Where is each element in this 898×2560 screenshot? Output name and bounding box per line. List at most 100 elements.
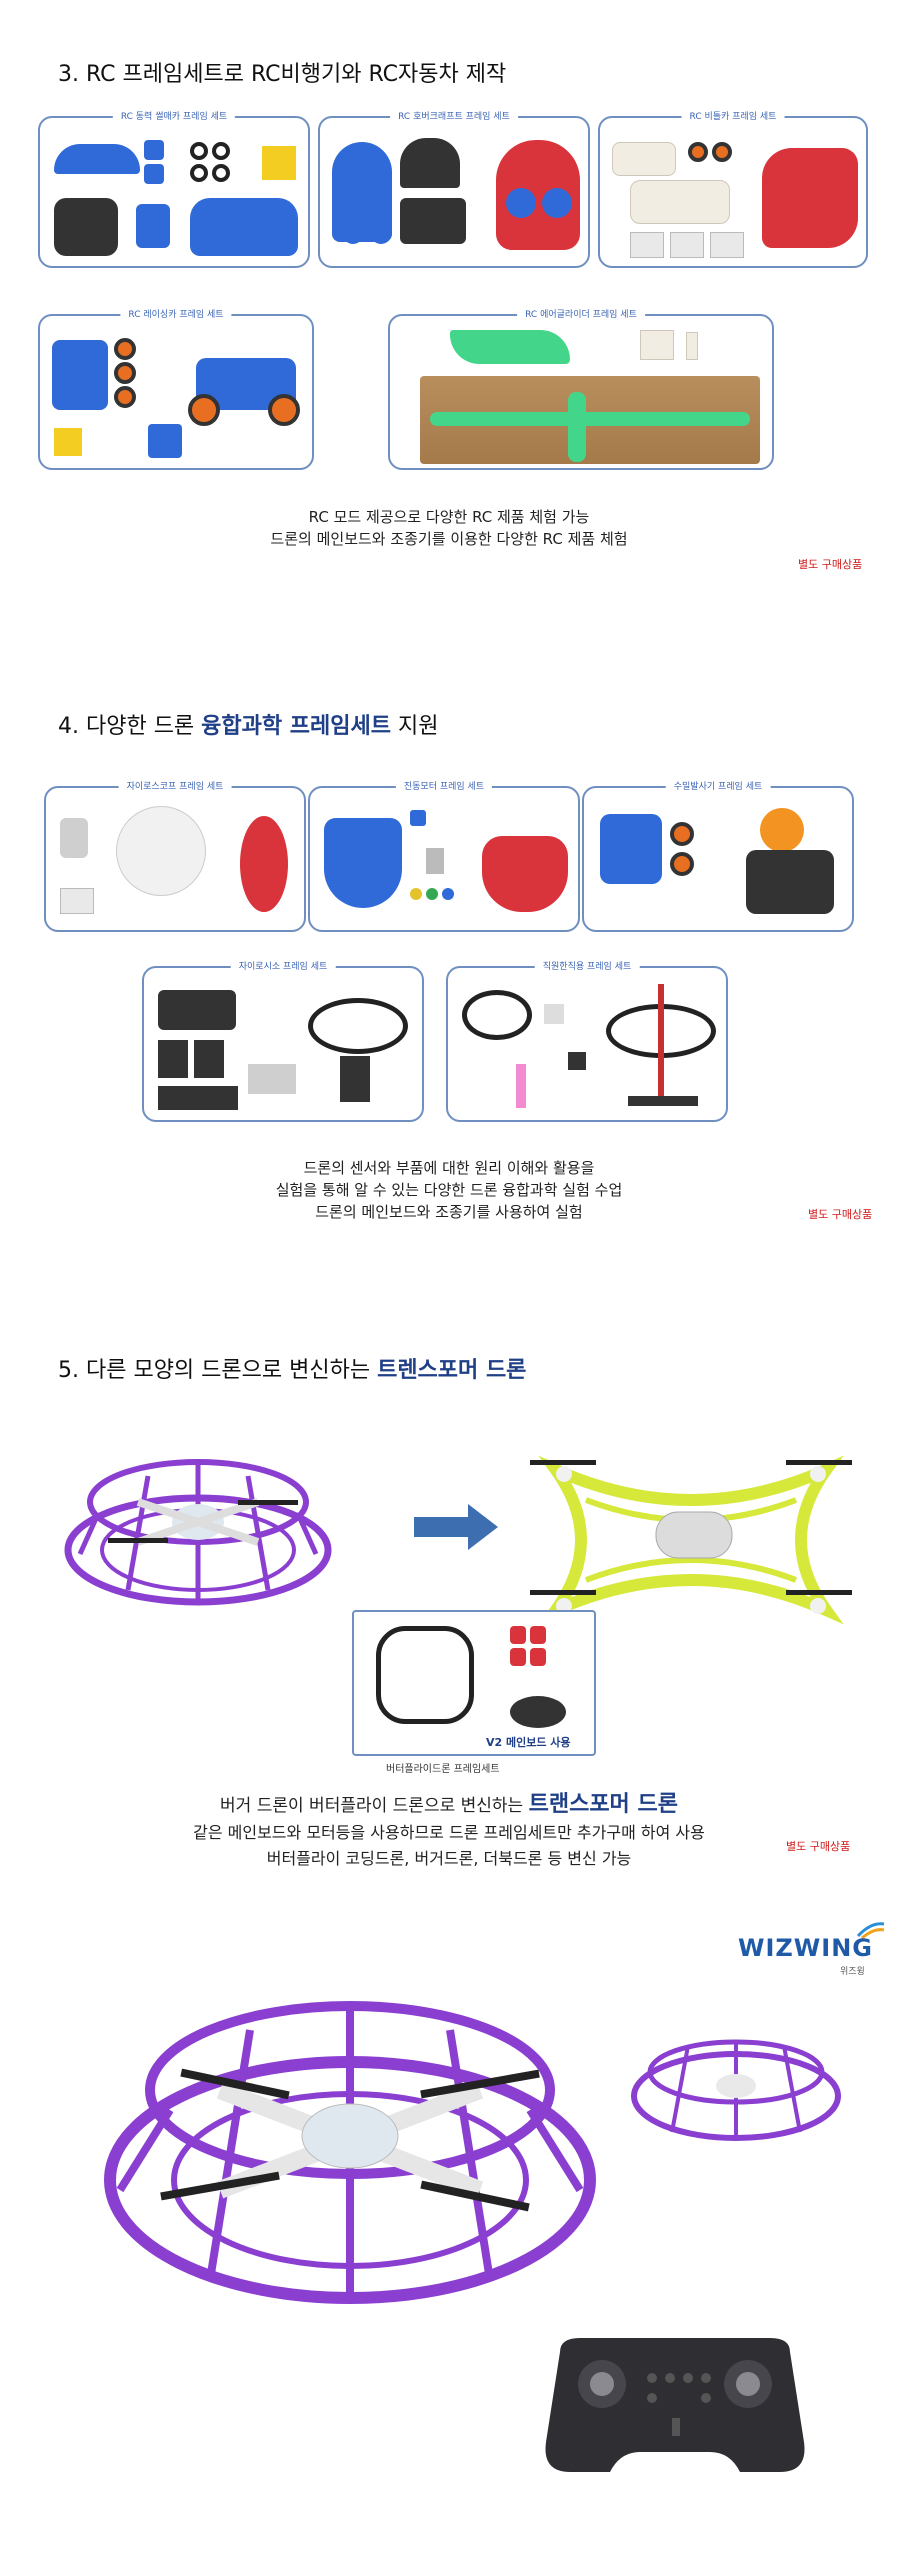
logo-swoosh-icon xyxy=(856,1922,885,1940)
yellow-part xyxy=(262,146,296,180)
burger-drone-small-image xyxy=(631,2039,841,2141)
parts-package xyxy=(60,888,94,914)
section5-note: 별도 구매상품 xyxy=(786,1840,851,1853)
transform-arrow-icon xyxy=(414,1504,498,1550)
card-rc-hovercraft: RC 호버크래프트 프레임 세트 xyxy=(318,109,590,268)
wheel-part xyxy=(268,394,300,426)
parts-package xyxy=(670,232,704,258)
section3-desc-line1: RC 모드 제공으로 다양한 RC 제품 체험 가능 xyxy=(308,508,590,526)
wheel-part xyxy=(188,394,220,426)
card-title: RC 비틀카 프레임 세트 xyxy=(681,109,785,122)
blue-robot-face-part xyxy=(324,818,402,908)
burger-drone-image xyxy=(64,1459,332,1606)
section4-note: 별도 구매상품 xyxy=(808,1208,873,1221)
wheel-part xyxy=(712,142,732,162)
color-cap-part xyxy=(426,888,438,900)
pink-rod-part xyxy=(516,1064,526,1108)
cable-bundle-part xyxy=(510,1696,566,1728)
card-title: RC 레이싱카 프레임 세트 xyxy=(120,307,232,320)
red-motor-part xyxy=(510,1648,526,1666)
frame-part xyxy=(158,990,236,1030)
card-title: 수밀발사기 프레임 세트 xyxy=(665,779,771,792)
card-vertical-frame: 직원한직용 프레임 세트 xyxy=(446,959,728,1122)
card-rc-air-glider: RC 에어글라이더 프레임 세트 xyxy=(388,307,774,470)
frame-part xyxy=(462,990,532,1040)
cream-body-part xyxy=(630,180,730,224)
card-gyroscope: 자이로스코프 프레임 세트 xyxy=(44,779,306,932)
yellow-part xyxy=(54,428,82,456)
blue-part xyxy=(144,140,164,160)
wheel-part xyxy=(114,338,136,360)
section5-desc-line1: 버거 드론이 버터플라이 드론으로 변신하는 트랜스포머 드론 xyxy=(220,1792,678,1817)
card-vibration-motor: 진동모터 프레임 세트 xyxy=(308,779,580,932)
card-title: 직원한직용 프레임 세트 xyxy=(534,959,640,972)
section5-desc-line3: 버터플라이 코딩드론, 버거드론, 더북드론 등 변신 가능 xyxy=(266,1849,632,1868)
cream-part xyxy=(612,142,676,176)
red-motor-part xyxy=(530,1648,546,1666)
section3-note: 별도 구매상품 xyxy=(798,558,863,571)
dark-frame-part xyxy=(400,138,460,188)
parts-package xyxy=(630,232,664,258)
assembled-glider-wing xyxy=(430,412,750,426)
section3-title: 3. RC 프레임세트로 RC비행기와 RC자동차 제작 xyxy=(58,62,507,87)
color-cap-part xyxy=(442,888,454,900)
section4-desc-line1: 드론의 센서와 부품에 대한 원리 이해와 활용을 xyxy=(303,1159,595,1177)
frame-part xyxy=(194,1040,224,1078)
kit-caption: 버터플라이드론 프레임세트 xyxy=(386,1764,500,1775)
brand-sub: 위즈윙 xyxy=(840,1967,865,1977)
brand-name: WIZWING xyxy=(738,1934,873,1962)
blue-fan-part xyxy=(370,222,392,244)
card-gyro-seesaw: 자이로시소 프레임 세트 xyxy=(142,959,424,1122)
wizwing-logo: WIZWING 위즈윙 xyxy=(738,1920,888,1977)
wheel-part xyxy=(190,164,208,182)
assembled-sled-car xyxy=(190,198,298,256)
assembled-beetle-car xyxy=(762,148,858,248)
blue-base-part xyxy=(600,814,662,884)
butterfly-kit-box: V2 메인보드 사용 xyxy=(352,1610,596,1756)
assembled-launcher xyxy=(746,850,834,914)
card-launcher: 수밀발사기 프레임 세트 xyxy=(582,779,854,932)
wheel-part xyxy=(670,852,694,876)
section4-title: 4. 다양한 드론 융합과학 프레임세트 지원 xyxy=(58,714,439,739)
orange-ball xyxy=(760,808,804,852)
assembled-vibration-robot xyxy=(482,836,568,912)
butterfly-drone-image xyxy=(530,1455,852,1625)
cream-part xyxy=(640,330,674,360)
vertical-rod xyxy=(658,984,664,1104)
blue-fan-part xyxy=(342,222,364,244)
red-motor-part xyxy=(510,1626,526,1644)
remote-controller-image xyxy=(545,2338,805,2472)
card-title: 자이로시소 프레임 세트 xyxy=(230,959,336,972)
wheel-part xyxy=(212,164,230,182)
butterfly-frame-part xyxy=(376,1626,474,1724)
wheel-part xyxy=(688,142,708,162)
section4-desc-line2: 실험을 통해 알 수 있는 다양한 드론 융합과학 실험 수업 xyxy=(275,1181,623,1199)
motor-part xyxy=(60,818,88,858)
white-disc-part xyxy=(116,806,206,896)
fan-part xyxy=(506,188,536,218)
blue-part xyxy=(144,164,164,184)
card-title: RC 동력 썰매카 프레임 세트 xyxy=(112,109,236,122)
base-plate xyxy=(628,1096,698,1106)
parts-part xyxy=(568,1052,586,1070)
card-rc-racing-car: RC 레이싱카 프레임 세트 xyxy=(38,307,314,470)
card-title: RC 에어글라이더 프레임 세트 xyxy=(517,307,645,320)
cream-part xyxy=(686,332,698,360)
wheel-part xyxy=(212,142,230,160)
red-motor-part xyxy=(530,1626,546,1644)
card-rc-beetle-car: RC 비틀카 프레임 세트 xyxy=(598,109,868,268)
kit-badge: V2 메인보드 사용 xyxy=(486,1736,571,1749)
blue-part xyxy=(410,810,426,826)
assembled-seesaw-frame xyxy=(308,998,408,1054)
wheel-part xyxy=(190,142,208,160)
card-rc-sled-car: RC 동력 썰매카 프레임 세트 xyxy=(38,109,310,268)
card-title: RC 호버크래프트 프레임 세트 xyxy=(390,109,518,122)
section5-title: 5. 다른 모양의 드론으로 변신하는 트렌스포머 드론 xyxy=(58,1358,527,1383)
wheel-part xyxy=(114,386,136,408)
assembled-gyroscope xyxy=(240,816,288,912)
section4-desc-line3: 드론의 메인보드와 조종기를 사용하여 실험 xyxy=(315,1203,583,1221)
glider-wing-part xyxy=(450,330,570,364)
parts-package xyxy=(710,232,744,258)
assembled-glider-body xyxy=(568,392,586,462)
blue-chassis-part xyxy=(52,340,108,410)
